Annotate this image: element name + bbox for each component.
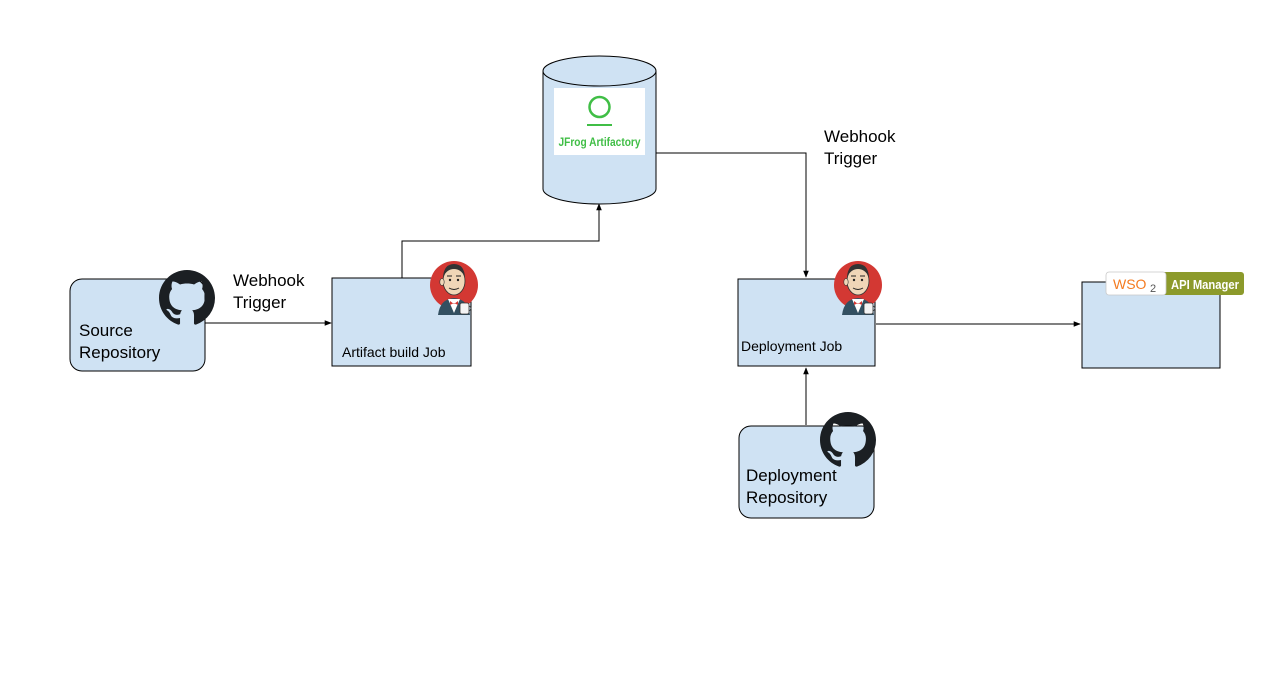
edge-label-webhook-1-line2: Trigger — [233, 293, 287, 312]
node-deployment-job[interactable]: Deployment Job — [737, 260, 883, 367]
jfrog-logo-text: JFrog Artifactory — [559, 135, 641, 149]
node-deployment-repository[interactable]: Deployment Repository — [738, 412, 876, 519]
edge-build-to-artifactory — [401, 203, 602, 278]
source-repo-label-line2: Repository — [79, 343, 161, 362]
deploy-repo-label-line1: Deployment — [746, 466, 837, 485]
wso2-api-manager-logo: WSO 2 API Manager — [1105, 271, 1244, 296]
node-jfrog-artifactory[interactable]: JFrog Artifactory — [542, 55, 657, 205]
edge-label-webhook-2-line1: Webhook — [824, 127, 896, 146]
jfrog-logo: JFrog Artifactory — [554, 88, 645, 155]
artifact-build-job-label: Artifact build Job — [342, 344, 446, 360]
node-artifact-build-job[interactable]: Artifact build Job — [331, 260, 479, 367]
wso2-subscript: 2 — [1150, 283, 1156, 295]
deployment-job-label: Deployment Job — [741, 338, 842, 354]
edge-label-webhook-2-line2: Trigger — [824, 149, 878, 168]
node-wso2-api-manager[interactable]: WSO 2 API Manager — [1081, 271, 1244, 369]
edge-artifactory-to-deploy — [656, 152, 809, 278]
source-repo-label-line1: Source — [79, 321, 133, 340]
wso2-text: WSO — [1113, 276, 1147, 292]
deploy-repo-label-line2: Repository — [746, 488, 828, 507]
api-manager-text: API Manager — [1171, 277, 1239, 292]
edge-label-webhook-1-line1: Webhook — [233, 271, 305, 290]
node-source-repository[interactable]: Source Repository — [69, 270, 215, 372]
